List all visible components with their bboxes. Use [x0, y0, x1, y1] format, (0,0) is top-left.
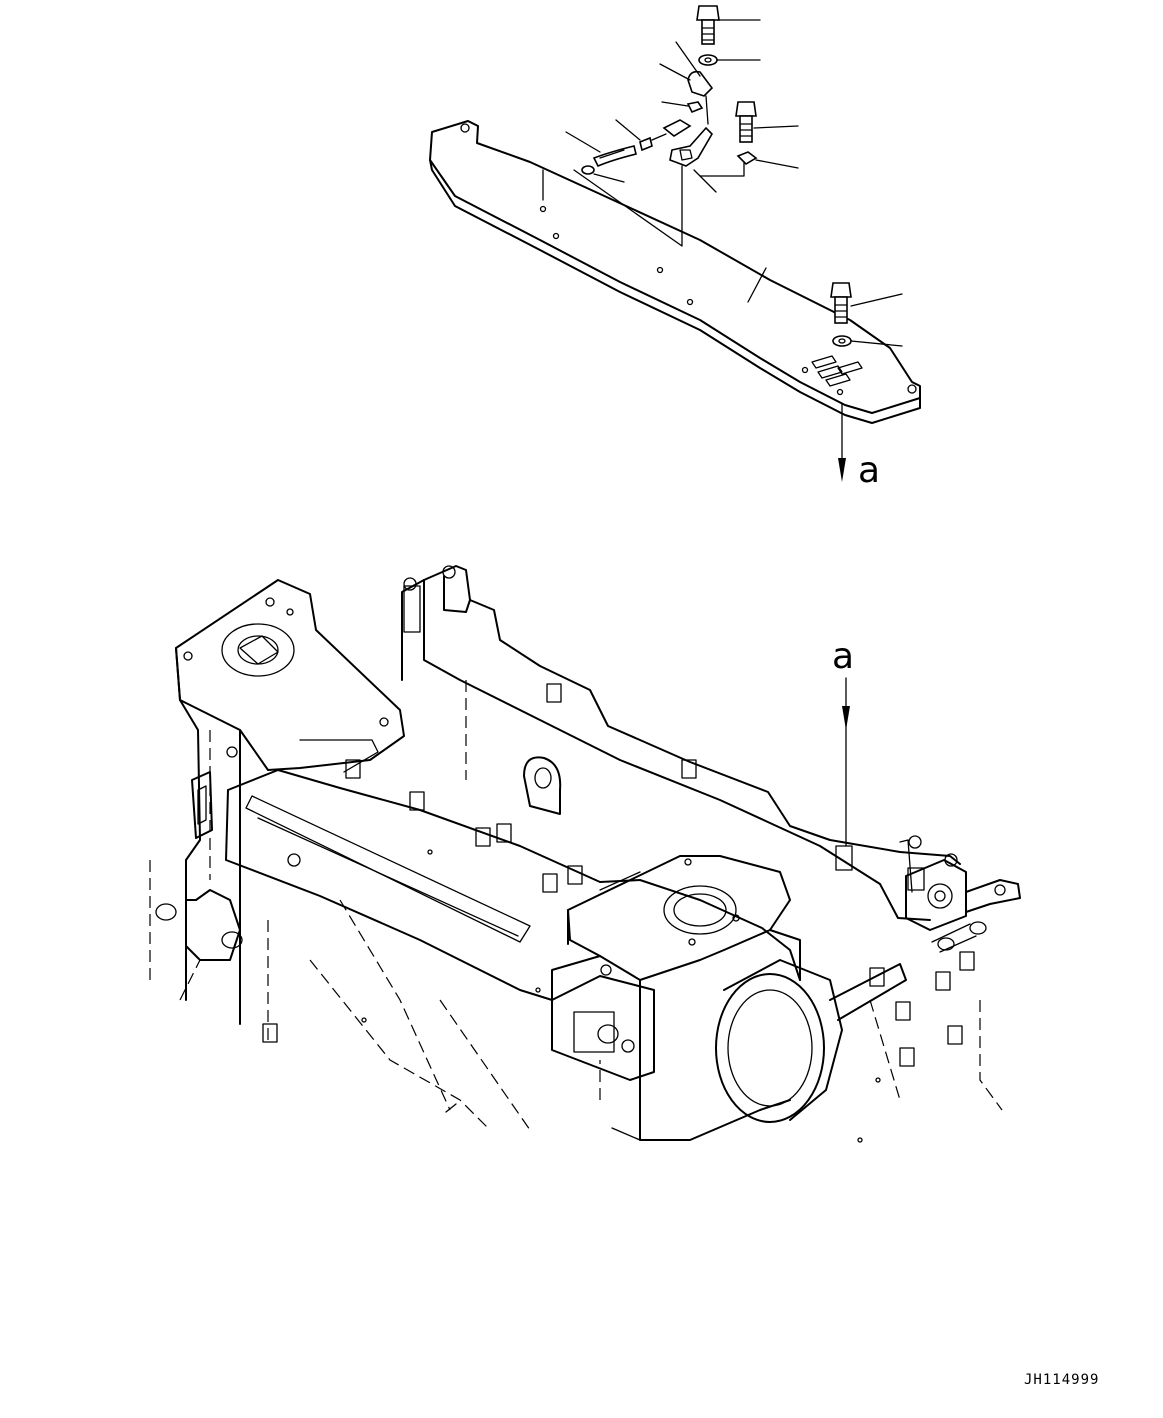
lifting-eye: [409, 756, 583, 893]
detail-label-bottom: a: [832, 636, 854, 677]
exploded-bracket-assembly: a: [429, 5, 921, 491]
washer-3: [832, 335, 903, 347]
front-beam: [225, 746, 801, 1001]
detail-arrow-top: a: [838, 403, 880, 491]
bolt-3: [830, 282, 903, 324]
frame-legs: [149, 759, 1003, 1143]
mounting-plate: [429, 120, 921, 424]
washer-2: [581, 165, 625, 183]
right-end-block: [905, 835, 1021, 953]
washer-1: [698, 54, 761, 66]
hose: [565, 131, 637, 168]
detail-arrow-bottom: a: [832, 636, 854, 847]
drawing-code: JH114999: [1024, 1372, 1099, 1388]
nut-2: [699, 151, 799, 177]
bolt-1: [696, 5, 761, 45]
clamp: [659, 41, 714, 97]
lower-left-mount: [551, 964, 655, 1081]
detail-label-top: a: [858, 450, 880, 491]
side-bracket-left: [191, 771, 213, 839]
bent-bracket: [542, 126, 717, 247]
nut-small: [661, 95, 709, 125]
bolt-2: [735, 101, 799, 143]
center-mount-block: [551, 855, 801, 1141]
left-mount-block: [175, 579, 405, 1025]
hose-clip: [615, 119, 692, 152]
round-boss: [715, 951, 975, 1123]
rear-beam: [401, 565, 961, 921]
machine-frame: a: [149, 565, 1021, 1143]
